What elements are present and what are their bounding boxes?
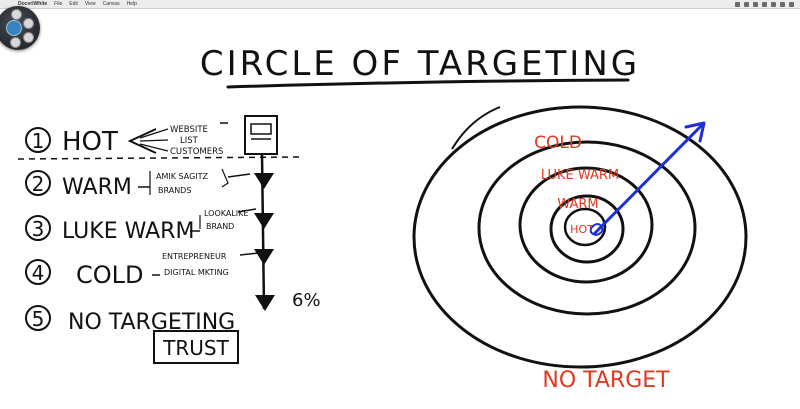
hot-note-website: WEBSITE (170, 125, 208, 135)
undo-tool-icon[interactable] (10, 37, 21, 48)
battery-icon[interactable] (771, 1, 776, 7)
trust-label: TRUST (162, 336, 229, 360)
hot-note-list: LIST (180, 136, 199, 146)
trust-box (153, 330, 239, 364)
pen-tool-icon[interactable] (11, 9, 22, 20)
whiteboard-canvas[interactable]: CIRCLE OF TARGETING 1 2 3 4 5 HOT WARM L… (0, 9, 800, 405)
volume-icon[interactable] (753, 1, 758, 7)
list-numbers: 1 2 3 4 5 (25, 127, 51, 331)
menu-help[interactable]: Help (126, 1, 137, 7)
menu-tray (735, 1, 794, 7)
list-label-warm: WARM (62, 175, 132, 200)
list-num-4: 4 (32, 261, 45, 285)
ring-luke-warm (518, 166, 654, 284)
hot-bracket (127, 128, 157, 154)
list-num-2: 2 (32, 172, 45, 196)
ring-hot (563, 207, 607, 247)
website-box-icon (244, 115, 278, 155)
palette-center-icon[interactable] (6, 20, 22, 36)
ring-label-no-target: NO TARGET (542, 368, 670, 393)
warm-note-2: BRANDS (158, 186, 191, 195)
dashed-divider (17, 156, 301, 160)
ring-outer (412, 105, 748, 369)
ring-cold (477, 140, 697, 316)
list-num-5: 5 (32, 307, 45, 331)
hot-note-customers: CUSTOMERS (170, 147, 223, 157)
luke-note-2: BRAND (206, 222, 234, 231)
percent-label: 6% (292, 290, 321, 311)
notification-icon[interactable] (789, 1, 794, 7)
ring-label-luke-warm: LUKE WARM (541, 168, 619, 183)
menu-file[interactable]: File (54, 1, 63, 7)
tool-palette[interactable] (0, 6, 40, 50)
dropbox-icon[interactable] (735, 1, 740, 7)
menu-app-name[interactable]: DoceriWhite (18, 1, 48, 7)
warm-note-1: AMIK SAGITZ (156, 172, 209, 181)
search-icon[interactable] (780, 1, 785, 7)
menu-view[interactable]: View (84, 1, 96, 7)
list-num-1: 1 (32, 129, 45, 153)
ring-label-warm: WARM (557, 197, 598, 212)
list-label-luke-warm: LUKE WARM (62, 219, 194, 244)
cold-note-2: DIGITAL MKTING (164, 268, 229, 277)
funnel-arrows (244, 115, 278, 311)
ring-label-cold: COLD (534, 133, 582, 153)
menu-bar: DoceriWhite File Edit View Canvas Help (0, 0, 800, 9)
ring-label-hot: HOT (570, 223, 594, 236)
list-label-cold: COLD (76, 261, 144, 289)
wifi-icon[interactable] (762, 1, 767, 7)
eraser-tool-icon[interactable] (23, 32, 34, 43)
list-label-hot: HOT (62, 127, 118, 157)
target-rings (412, 105, 748, 369)
blue-arrow (589, 121, 706, 237)
list-num-3: 3 (32, 217, 45, 241)
app-tray-icon[interactable] (744, 1, 749, 7)
cold-note-1: ENTREPRENEUR (162, 252, 227, 261)
board-title: CIRCLE OF TARGETING (200, 44, 640, 84)
menu-edit[interactable]: Edit (69, 1, 78, 7)
menu-canvas[interactable]: Canvas (102, 1, 120, 7)
luke-note-1: LOOKALIKE (204, 209, 248, 218)
color-tool-icon[interactable] (23, 18, 34, 29)
ring-warm (549, 194, 625, 264)
menu-left: DoceriWhite File Edit View Canvas Help (18, 1, 137, 7)
title-underline (226, 78, 630, 89)
